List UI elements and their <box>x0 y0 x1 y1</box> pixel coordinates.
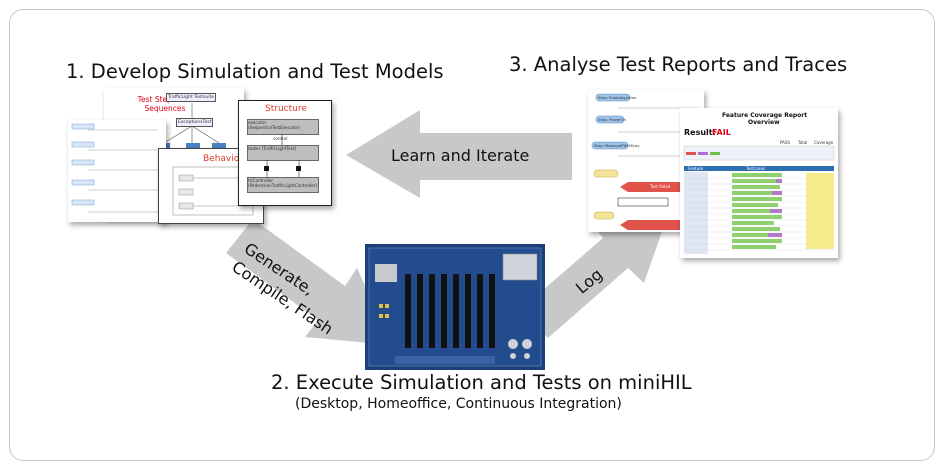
trace-lane-1: Step: EnableIgnition <box>598 95 637 100</box>
step2-subtitle: (Desktop, Homeoffice, Continuous Integra… <box>295 396 622 412</box>
coverage-report: Feature Coverage Report Overview Result:… <box>680 108 838 258</box>
step1-title: 1. Develop Simulation and Test Models <box>66 60 444 83</box>
minihil-board <box>365 244 545 370</box>
report-title: Feature Coverage Report <box>722 112 808 119</box>
test-steps-node-sub: ExceptionsTest <box>176 118 214 127</box>
structure-title: Structure <box>265 104 307 114</box>
test-steps-title: Test Steps and Sequences <box>137 95 193 113</box>
learn-iterate-arrow <box>346 110 572 198</box>
generate-arrow <box>226 219 392 345</box>
structure-executor: executor (SequentialTestExecutor) <box>247 119 319 135</box>
trace-lane-3: Step: MeasurePWMDuty <box>594 143 640 148</box>
report-col-feature: Feature <box>688 166 704 171</box>
structure-controller: trlController (PedestrianTrafficLightCon… <box>247 177 319 193</box>
log-arrow <box>520 200 673 338</box>
report-table <box>683 145 835 254</box>
behavior-title: Behavior <box>203 154 243 164</box>
learn-iterate-label: Learn and Iterate <box>391 146 530 165</box>
step3-title: 3. Analyse Test Reports and Traces <box>509 53 848 76</box>
report-col-total: Total <box>798 140 808 145</box>
sequence-lines <box>71 123 158 213</box>
report-col-coverage: Coverage <box>814 140 834 145</box>
structure-control: control <box>273 136 288 141</box>
structure-links <box>264 134 301 177</box>
structure-doc: Structure executor (SequentialTestExecut… <box>238 100 332 206</box>
report-result-value: FAIL <box>712 128 731 137</box>
structure-tester: tester (TrafficLightTest) <box>247 145 319 161</box>
report-result-label: Result: <box>684 128 716 137</box>
sequence-doc <box>68 120 166 222</box>
report-subtitle: Overview <box>748 119 780 126</box>
trace-lane-2: Step: PowerOn <box>598 117 627 122</box>
step2-title: 2. Execute Simulation and Tests on miniH… <box>271 371 692 394</box>
trace-test-failed: Test failed <box>650 184 671 189</box>
report-col-testcases: Testcases <box>746 166 766 171</box>
report-col-pass: PASS <box>780 140 790 145</box>
test-steps-node-top: TrafficLight Testsuite <box>166 93 217 102</box>
